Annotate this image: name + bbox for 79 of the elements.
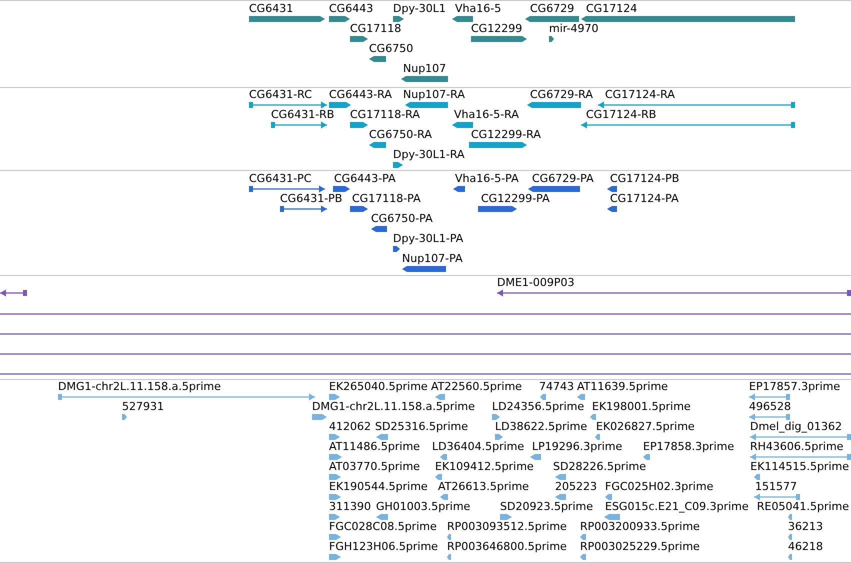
feature-label: DMG1-chr2L.11.158.a.5prime xyxy=(312,400,475,413)
feature-label: EK198001.5prime xyxy=(592,400,691,413)
feature-label: Vha16-5-RA xyxy=(454,108,519,121)
feature-label: AT11486.5prime xyxy=(329,440,420,453)
feature-label: LD36404.5prime xyxy=(432,440,524,453)
feature-label: EK190544.5prime xyxy=(329,480,428,493)
feature-label: SD25316.5prime xyxy=(375,420,468,433)
feature-label: CG17124 xyxy=(586,2,638,15)
feature-label: Vha16-5 xyxy=(455,2,502,15)
feature-label: FGC025H02.3prime xyxy=(605,480,714,493)
feature-label: EP17858.3prime xyxy=(643,440,734,453)
feature-label: AT11639.5prime xyxy=(577,380,668,393)
feature-label: AT03770.5prime xyxy=(329,460,420,473)
feature-label: CG6431-RC xyxy=(249,88,312,101)
feature-label: 74743 xyxy=(539,380,574,393)
feature-label: CG12299-RA xyxy=(471,128,541,141)
feature-label: DMG1-chr2L.11.158.a.5prime xyxy=(58,380,221,393)
feature-label: CG6729-PA xyxy=(532,172,594,185)
feature-label: CG6431-RB xyxy=(271,108,334,121)
feature-label: AT26613.5prime xyxy=(438,480,529,493)
feature-label: EK265040.5prime xyxy=(329,380,428,393)
feature-label: RE05041.5prime xyxy=(756,500,849,513)
feature-label: RP003093512.5prime xyxy=(447,520,567,533)
feature-label: RP003646800.5prime xyxy=(447,540,567,553)
feature-label: CG17124-RA xyxy=(605,88,675,101)
feature-label: CG17118-PA xyxy=(352,192,421,205)
feature-label: Dmel_dig_01362 xyxy=(750,420,842,433)
feature-label: mir-4970 xyxy=(549,22,599,35)
feature-label: CG17124-PA xyxy=(610,192,679,205)
feature-label: CG6750 xyxy=(369,42,414,55)
feature-label: CG17124-PB xyxy=(610,172,680,185)
feature-label: SD28226.5prime xyxy=(553,460,646,473)
feature-label: AT22560.5prime xyxy=(431,380,522,393)
feature-label: Nup107-PA xyxy=(402,252,463,265)
feature-label: CG6443-PA xyxy=(334,172,396,185)
feature-label: RH43606.5prime xyxy=(750,440,844,453)
feature-label: DME1-009P03 xyxy=(497,276,575,289)
feature-label: Nup107 xyxy=(403,62,446,75)
feature-label: CG6431-PB xyxy=(280,192,342,205)
feature-label: CG17124-RB xyxy=(586,108,656,121)
feature-label: CG17118-RA xyxy=(350,108,420,121)
feature-label: CG6443-RA xyxy=(329,88,392,101)
feature-label: ESG015c.E21_C09.3prime xyxy=(605,500,749,513)
feature-label: LD38622.5prime xyxy=(495,420,588,433)
feature-label: Vha16-5-PA xyxy=(455,172,519,185)
feature-label: 36213 xyxy=(788,520,823,533)
feature-label: LD24356.5prime xyxy=(492,400,584,413)
feature-label: FGH123H06.5prime xyxy=(329,540,438,553)
feature-label: LP19296.3prime xyxy=(532,440,622,453)
feature-label: Dpy-30L1-RA xyxy=(393,148,465,161)
feature-label: Nup107-RA xyxy=(403,88,465,101)
feature-label: CG12299-PA xyxy=(481,192,550,205)
feature-label: 527931 xyxy=(122,400,164,413)
feature-label: Dpy-30L1 xyxy=(393,2,446,15)
feature-label: CG6431-PC xyxy=(249,172,312,185)
feature-label: RP003200933.5prime xyxy=(580,520,700,533)
feature-label: EK109412.5prime xyxy=(435,460,534,473)
feature-label: 311390 xyxy=(329,500,371,513)
feature-label: CG6443 xyxy=(329,2,374,15)
feature-label: 46218 xyxy=(788,540,823,553)
feature-label: CG6750-RA xyxy=(369,128,432,141)
feature-label: 496528 xyxy=(749,400,791,413)
feature-label: 151577 xyxy=(755,480,797,493)
feature-label: EK026827.5prime xyxy=(596,420,695,433)
feature-label: GH01003.5prime xyxy=(376,500,470,513)
feature-label: SD20923.5prime xyxy=(500,500,593,513)
feature-label: CG17118 xyxy=(350,22,402,35)
feature-label: 412062 xyxy=(329,420,371,433)
feature-label: EK114515.5prime xyxy=(750,460,849,473)
feature-label: CG6729-RA xyxy=(530,88,593,101)
feature-label: 205223 xyxy=(555,480,597,493)
feature-label: EP17857.3prime xyxy=(749,380,840,393)
feature-label: CG6431 xyxy=(249,2,294,15)
feature-label: FGC028C08.5prime xyxy=(329,520,437,533)
feature-label: CG6750-PA xyxy=(371,212,433,225)
feature-label: CG6729 xyxy=(530,2,574,15)
feature-label: Dpy-30L1-PA xyxy=(393,232,464,245)
feature-label: CG12299 xyxy=(471,22,522,35)
feature-label: RP003025229.5prime xyxy=(580,540,700,553)
